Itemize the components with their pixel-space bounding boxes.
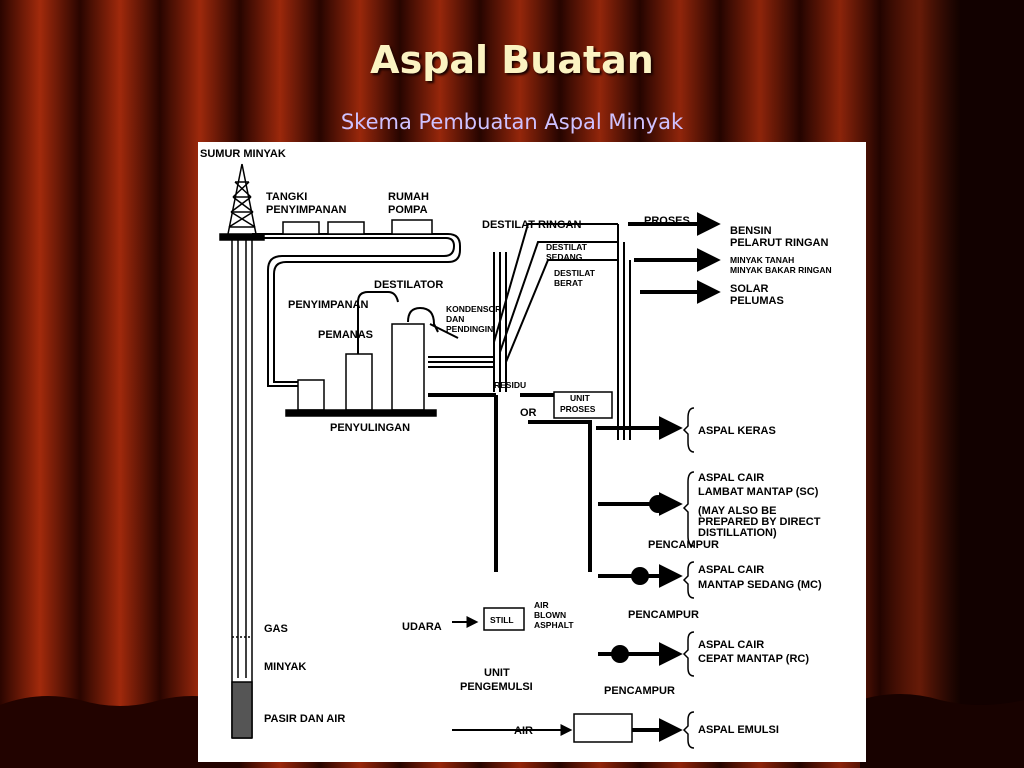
label-air: AIR — [514, 725, 533, 737]
label-may-3: DISTILLATION) — [698, 527, 777, 539]
label-kondensor-dan: DAN — [446, 314, 464, 324]
label-pelarut-ringan: PELARUT RINGAN — [730, 237, 828, 249]
well-shaft — [231, 240, 253, 739]
label-destilat-berat-1: DESTILAT — [554, 268, 596, 278]
process-schematic: SUMUR MINYAK TANGKI PENYIMPANAN RUMAH PO… — [200, 148, 832, 749]
label-penyulingan: PENYULINGAN — [330, 422, 410, 434]
label-aspal-rc-2: CEPAT MANTAP (RC) — [698, 653, 809, 665]
label-solar: SOLAR — [730, 283, 769, 295]
label-pelumas: PELUMAS — [730, 295, 784, 307]
label-aspal-sc-2: LAMBAT MANTAP (SC) — [698, 486, 819, 498]
label-still: STILL — [490, 615, 514, 625]
label-destilat-sedang-2: SEDANG — [546, 252, 583, 262]
asphalt-process-diagram: SUMUR MINYAK TANGKI PENYIMPANAN RUMAH PO… — [198, 142, 866, 762]
label-minyak-bakar: MINYAK BAKAR RINGAN — [730, 265, 832, 275]
storage-tanks — [282, 219, 633, 743]
label-residu: RESIDU — [494, 380, 526, 390]
label-unit-emulsi-2: PENGEMULSI — [460, 681, 533, 693]
label-destilator: DESTILATOR — [374, 279, 443, 291]
label-udara: UDARA — [402, 621, 442, 633]
output-braces — [682, 407, 695, 749]
pipelines — [252, 223, 631, 572]
label-aspal-keras: ASPAL KERAS — [698, 425, 776, 437]
label-air-blown-2: BLOWN — [534, 610, 566, 620]
label-unit-emulsi-1: UNIT — [484, 667, 510, 679]
still-box — [483, 607, 525, 631]
label-proses: PROSES — [644, 215, 690, 227]
unit-proses-box — [553, 391, 613, 419]
label-pompa: POMPA — [388, 204, 428, 216]
label-pencampur-2: PENCAMPUR — [628, 609, 699, 621]
label-may-2: PREPARED BY DIRECT — [698, 516, 821, 528]
label-sumur-minyak: SUMUR MINYAK — [200, 148, 286, 160]
label-tangki-penyimpanan: PENYIMPANAN — [266, 204, 347, 216]
label-unit-proses-1: UNIT — [570, 393, 591, 403]
label-kondensor: KONDENSOR — [446, 304, 501, 314]
label-air-blown-3: ASPHALT — [534, 620, 574, 630]
label-pencampur-1: PENCAMPUR — [648, 539, 719, 551]
label-gas: GAS — [264, 623, 288, 635]
label-aspal-mc-1: ASPAL CAIR — [698, 564, 764, 576]
label-kondensor-pendingin: PENDINGIN — [446, 324, 493, 334]
label-may-1: (MAY ALSO BE — [698, 505, 776, 517]
oil-well-derrick — [219, 163, 265, 241]
label-destilat-sedang-1: DESTILAT — [546, 242, 588, 252]
label-destilat-ringan: DESTILAT RINGAN — [482, 219, 581, 231]
slide-title: Aspal Buatan — [370, 38, 654, 82]
slide-subtitle: Skema Pembuatan Aspal Minyak — [340, 110, 684, 134]
label-or: OR — [520, 407, 537, 419]
label-aspal-mc-2: MANTAP SEDANG (MC) — [698, 579, 822, 591]
label-unit-proses-2: PROSES — [560, 404, 596, 414]
label-minyak-tanah: MINYAK TANAH — [730, 255, 794, 265]
label-pemanas: PEMANAS — [318, 329, 373, 341]
label-rumah: RUMAH — [388, 191, 429, 203]
mixers — [611, 495, 667, 663]
label-aspal-sc-1: ASPAL CAIR — [698, 472, 764, 484]
product-lines — [452, 212, 721, 742]
label-penyimpanan: PENYIMPANAN — [288, 299, 369, 311]
label-pasir-dan-air: PASIR DAN AIR — [264, 713, 345, 725]
label-minyak: MINYAK — [264, 661, 306, 673]
label-pencampur-3: PENCAMPUR — [604, 685, 675, 697]
label-aspal-rc-1: ASPAL CAIR — [698, 639, 764, 651]
label-destilat-berat-2: BERAT — [554, 278, 583, 288]
label-aspal-emulsi: ASPAL EMULSI — [698, 724, 779, 736]
label-tangki: TANGKI — [266, 191, 307, 203]
emulsifier-box — [573, 713, 633, 743]
label-bensin: BENSIN — [730, 225, 772, 237]
label-air-blown-1: AIR — [534, 600, 549, 610]
